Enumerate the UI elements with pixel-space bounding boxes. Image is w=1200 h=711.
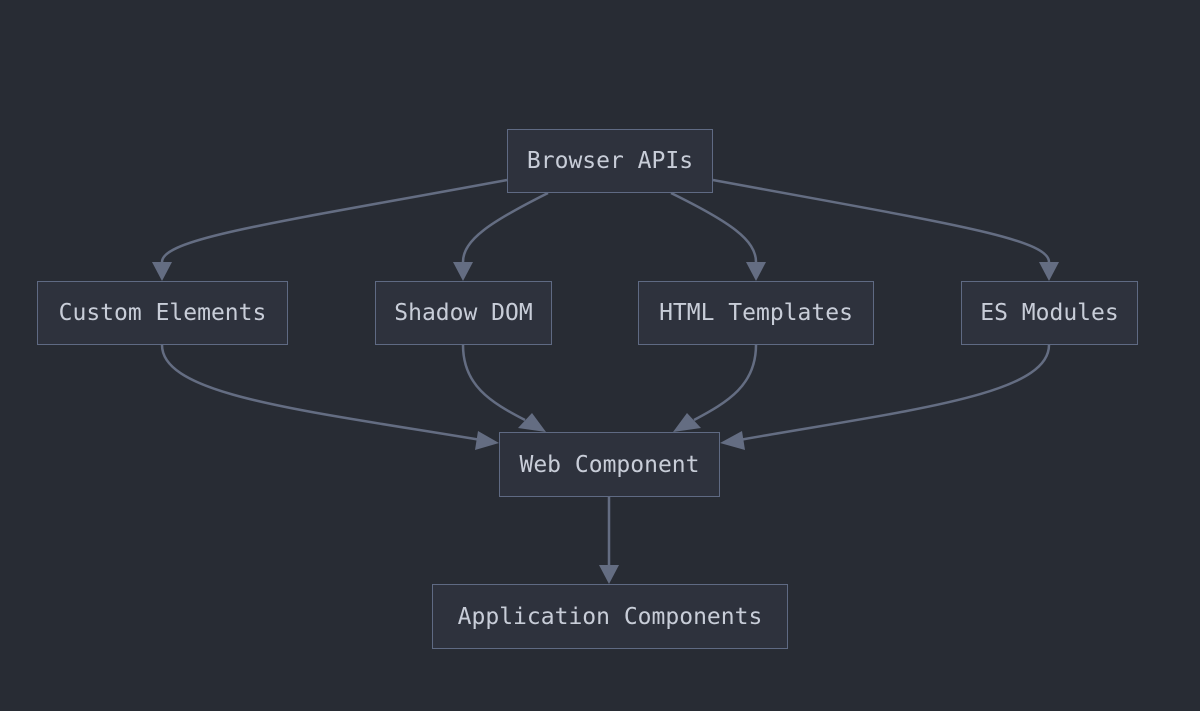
node-html-templates: HTML Templates <box>638 281 874 345</box>
arrowhead-web-component-midleft <box>518 413 546 432</box>
edge-browser-to-es-modules <box>712 178 1051 263</box>
edge-custom-elements-to-web-component <box>160 344 482 442</box>
node-browser-apis: Browser APIs <box>507 129 713 193</box>
node-shadow-dom-label: Shadow DOM <box>394 300 533 326</box>
node-custom-elements: Custom Elements <box>37 281 288 345</box>
node-html-templates-label: HTML Templates <box>659 300 853 326</box>
edge-html-templates-to-web-component <box>693 344 758 422</box>
node-browser-apis-label: Browser APIs <box>526 148 694 174</box>
edge-shadow-dom-to-web-component <box>461 344 526 422</box>
arrowhead-es-modules <box>1039 262 1059 281</box>
node-application-components: Application Components <box>432 584 788 649</box>
node-shadow-dom: Shadow DOM <box>375 281 552 345</box>
node-es-modules: ES Modules <box>961 281 1138 345</box>
arrowhead-shadow-dom <box>453 262 473 281</box>
edge-browser-to-shadow-dom <box>461 191 549 263</box>
node-application-components-label: Application Components <box>457 603 763 630</box>
edge-browser-to-html-templates <box>670 191 758 263</box>
node-es-modules-label: ES Modules <box>980 300 1119 326</box>
arrowhead-html-templates <box>746 262 766 281</box>
arrowhead-web-component-right <box>720 431 745 450</box>
arrowhead-custom-elements <box>152 262 172 281</box>
edge-browser-to-custom-elements <box>160 178 508 263</box>
arrowhead-web-component-midright <box>673 413 701 432</box>
node-web-component-label: Web Component <box>519 451 700 478</box>
node-custom-elements-label: Custom Elements <box>58 300 267 326</box>
node-web-component: Web Component <box>499 432 720 497</box>
edge-es-modules-to-web-component <box>738 344 1051 442</box>
arrowhead-web-component-left <box>475 431 499 450</box>
arrowhead-application-components <box>599 565 619 584</box>
